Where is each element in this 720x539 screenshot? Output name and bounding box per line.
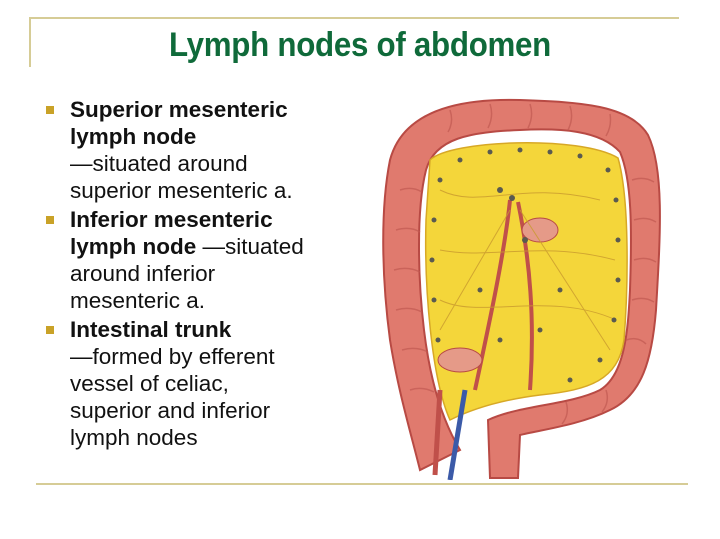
bullet-desc: vessel of celiac,	[70, 371, 229, 396]
bullet-square-icon	[46, 326, 54, 334]
top-rule	[29, 17, 679, 19]
bullet-desc: superior and inferior	[70, 398, 271, 423]
bullet-desc: —formed by efferent	[70, 344, 275, 369]
bullet-heading: lymph node	[70, 234, 197, 259]
bullet-desc: superior mesenteric a.	[70, 178, 293, 203]
bullet-heading: Superior mesenteric	[70, 97, 288, 122]
bullet-intestinal-trunk: Intestinal trunk —formed by efferent ves…	[42, 316, 352, 451]
bullet-heading: Inferior mesenteric	[70, 207, 273, 232]
bullet-list: Superior mesenteric lymph node —situated…	[42, 96, 352, 453]
bullet-square-icon	[46, 106, 54, 114]
bullet-desc: —situated around	[70, 151, 248, 176]
colon-lymph-nodes-illustration	[382, 98, 661, 480]
bullet-desc: mesenteric a.	[70, 288, 206, 313]
bullet-desc: lymph nodes	[70, 425, 198, 450]
bullet-heading: lymph node	[70, 124, 197, 149]
bullet-inferior-mesenteric: Inferior mesenteric lymph node —situated…	[42, 206, 352, 314]
bottom-rule	[36, 483, 688, 485]
slide-title: Lymph nodes of abdomen	[168, 26, 552, 64]
left-rule	[29, 17, 31, 67]
bullet-square-icon	[46, 216, 54, 224]
bullet-superior-mesenteric: Superior mesenteric lymph node —situated…	[42, 96, 352, 204]
bullet-desc: —situated	[196, 234, 304, 259]
bullet-desc: around inferior	[70, 261, 216, 286]
bullet-heading: Intestinal trunk	[70, 317, 232, 342]
